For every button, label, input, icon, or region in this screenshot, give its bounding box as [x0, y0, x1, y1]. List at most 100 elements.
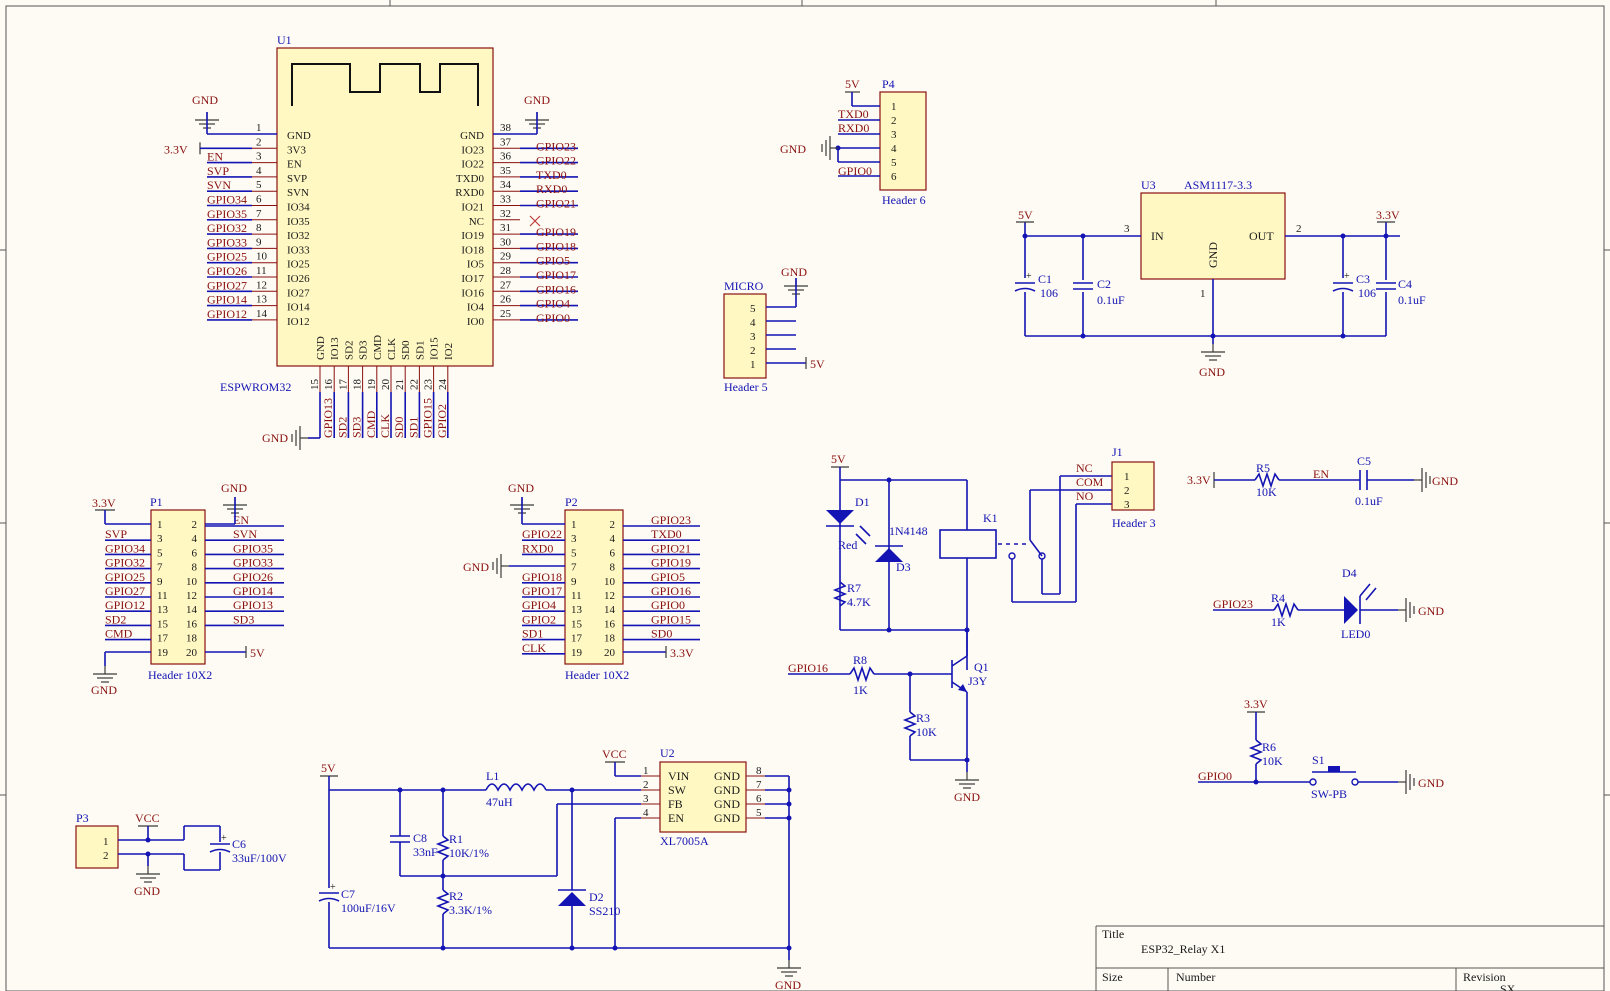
- u1-pin-name: IO33: [287, 244, 310, 256]
- header-net-label: CMD: [105, 627, 133, 641]
- u1-pin-number: 1: [256, 122, 262, 134]
- relay-5v-label: 5V: [831, 452, 846, 466]
- header-net-label: GPIO21: [651, 541, 691, 555]
- u3-gnd-pin: GND: [1206, 242, 1220, 268]
- u1-pin-name: IO15: [429, 337, 441, 360]
- r4-ref: R4: [1271, 591, 1285, 605]
- r5-val: 10K: [1256, 485, 1277, 499]
- u1-net-label: GPIO23: [536, 139, 576, 153]
- u1-net-label: SVN: [207, 178, 231, 192]
- u1-pin-number: 38: [500, 122, 512, 134]
- header-net-label: SD2: [105, 612, 126, 626]
- svg-text:+: +: [330, 882, 336, 893]
- relay-circuit: 5V D1 Red R7 4.7K 1N4148 D3 K1: [788, 445, 1156, 804]
- size-label: Size: [1102, 970, 1123, 984]
- header-net-label: SVN: [233, 527, 257, 541]
- header-net-label: GPIO23: [651, 513, 691, 527]
- j1-no-label: NO: [1076, 489, 1094, 503]
- header-net-label: GPIO35: [233, 541, 273, 555]
- u1-net-label: GPIO16: [536, 282, 576, 296]
- header-net-label: SD1: [522, 627, 543, 641]
- header-pin-number: 19: [571, 647, 583, 659]
- u1-net-label: GPIO26: [207, 264, 247, 278]
- u3-part: ASM1117-3.3: [1184, 178, 1252, 192]
- u1-pin-name: SD1: [414, 340, 426, 360]
- header-net-label: GPIO26: [233, 570, 273, 584]
- c5-val: 0.1uF: [1355, 494, 1383, 508]
- j1-part: Header 3: [1112, 516, 1156, 530]
- header-pin-number: 11: [157, 590, 168, 602]
- header-pin-number: 16: [604, 618, 616, 630]
- c6-val: 33uF/100V: [232, 851, 287, 865]
- u1-pin-number: 19: [366, 379, 378, 391]
- u2-pin-number: 2: [643, 779, 649, 791]
- u1-net-label: GPIO17: [536, 268, 576, 282]
- d1-val: Red: [838, 538, 857, 552]
- u1-net-label: 3.3V: [164, 142, 188, 156]
- p2-gnd-top-label: GND: [508, 481, 534, 495]
- u1-part: ESPWROM32: [220, 380, 291, 394]
- u2-pin-number: 6: [756, 793, 762, 805]
- p5-pin-number: 1: [750, 359, 756, 371]
- d2-val: SS210: [589, 904, 620, 918]
- p5-pin-number: 2: [750, 345, 756, 357]
- header-pin-number: 10: [186, 576, 198, 588]
- header-net-label: GPIO34: [105, 541, 145, 555]
- u1-pin-number: 9: [256, 236, 262, 248]
- u1-pin-number: 36: [500, 151, 512, 163]
- u1-bottom-gnd-label: GND: [262, 431, 288, 445]
- u1-net-label: GPIO15: [421, 398, 435, 438]
- r6-ref: R6: [1262, 740, 1276, 754]
- p4-pin-number: 6: [891, 171, 897, 183]
- btn-net-label: GPIO0: [1198, 769, 1232, 783]
- u2-pin-number: 5: [756, 807, 762, 819]
- u1-pin-number: 33: [500, 194, 512, 206]
- u1-pin-number: 35: [500, 165, 512, 177]
- p1-ref: P1: [150, 495, 163, 509]
- u1-pin-name: 3V3: [287, 144, 306, 156]
- u1-pin-number: 37: [500, 136, 512, 148]
- u1-net-label: GPIO35: [207, 207, 247, 221]
- u1-pin-name: SD3: [358, 340, 370, 360]
- l1-val: 47uH: [486, 795, 513, 809]
- u1-pin-number: 6: [256, 194, 262, 206]
- p4-rxd0-label: RXD0: [838, 121, 869, 135]
- header-pin-number: 11: [571, 590, 582, 602]
- button-s1-circuit: 3.3V R6 10K GPIO0 S1 SW-PB GND: [1198, 697, 1444, 801]
- header-net-label: GPIO15: [651, 612, 691, 626]
- u2-pin-name: SW: [668, 783, 687, 797]
- c7-val: 100uF/16V: [341, 901, 396, 915]
- u2-pin-number: 8: [756, 765, 762, 777]
- header-pin-number: 5: [571, 547, 577, 559]
- c4-val: 0.1uF: [1398, 293, 1426, 307]
- header-net-label: GPIO32: [105, 556, 145, 570]
- c1-ref: C1: [1038, 272, 1052, 286]
- u2-pin-name: FB: [668, 797, 683, 811]
- c3-ref: C3: [1356, 272, 1370, 286]
- header-pin-number: 14: [604, 604, 616, 616]
- u1-net-label: SD0: [392, 417, 406, 438]
- led-gnd-label: GND: [1418, 604, 1444, 618]
- c3-val: 106: [1358, 286, 1376, 300]
- u2-pin-name: GND: [714, 797, 740, 811]
- header-pin-number: 8: [192, 562, 198, 574]
- header-pin-number: 15: [571, 618, 583, 630]
- u1-pin-name: IO13: [329, 337, 341, 360]
- u1-net-label: GPIO33: [207, 235, 247, 249]
- u1-pin-name: IO19: [461, 230, 484, 242]
- c5-ref: C5: [1357, 454, 1371, 468]
- u1-pin-number: 12: [256, 279, 267, 291]
- p4-5v-label: 5V: [845, 77, 860, 91]
- u2-pin-number: 1: [643, 765, 649, 777]
- svg-text:+: +: [221, 833, 227, 844]
- u1-pin-name: SD0: [400, 340, 412, 360]
- l1-ref: L1: [486, 769, 499, 783]
- title-block: Title ESP32_Relay X1 Size Number Revisio…: [1095, 925, 1604, 991]
- header-pin-number: 3: [157, 533, 163, 545]
